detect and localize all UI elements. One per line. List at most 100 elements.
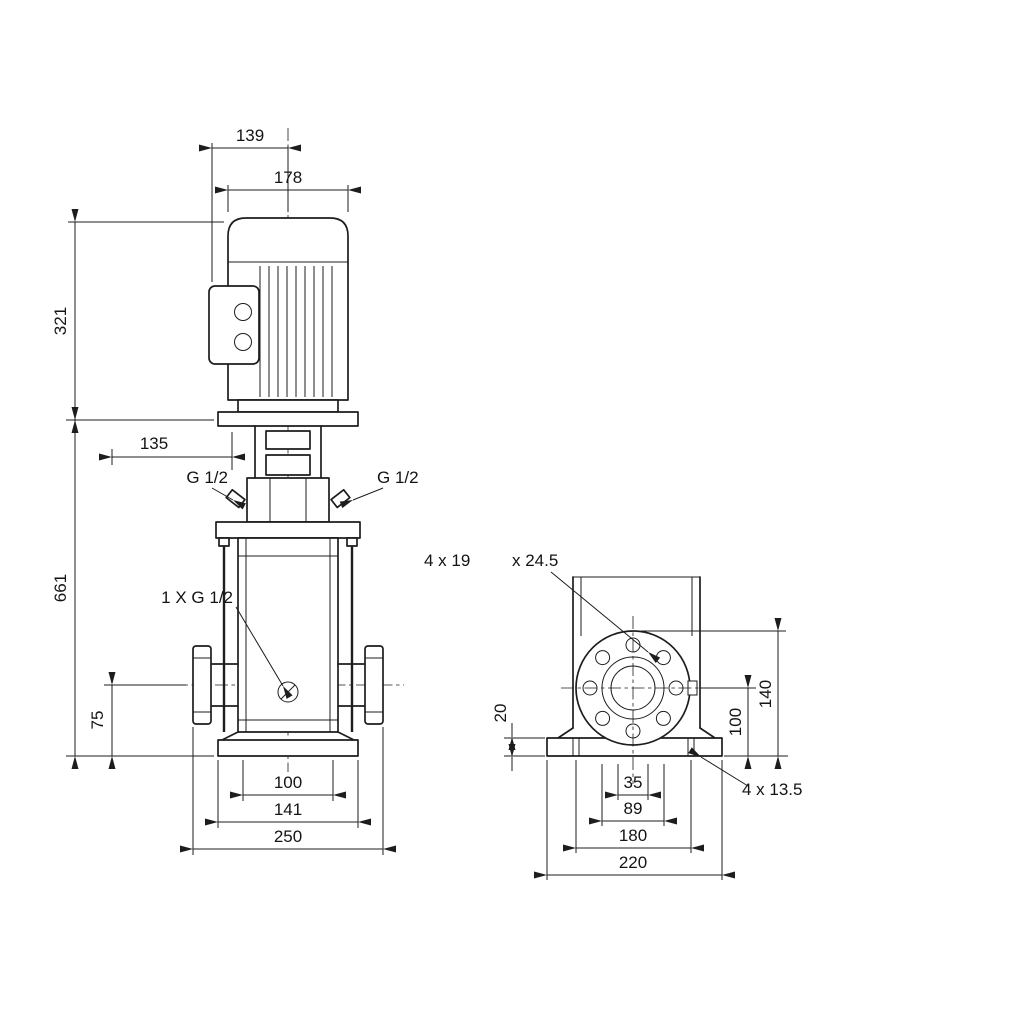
plug-body [225, 488, 246, 509]
dim-661: 661 [51, 407, 214, 769]
hole-callout-depth: x 24.5 [512, 551, 558, 570]
extension-lines [601, 764, 665, 826]
flange-hole-callout: 4 x 19 x 24.5 [424, 551, 661, 663]
suction-flange [192, 645, 239, 725]
leader-line [688, 747, 749, 787]
stool-columns [254, 425, 322, 479]
coupling-upper [265, 430, 311, 450]
dim-141-label: 141 [274, 800, 302, 819]
terminal-box-body [208, 285, 260, 365]
dim-100-front-label: 100 [274, 773, 302, 792]
vent-plug-right [330, 488, 351, 509]
extension-lines [192, 727, 384, 855]
dim-135-label: 135 [140, 434, 168, 453]
leader-line [235, 606, 293, 699]
dim-139: 139 [199, 126, 301, 282]
extension-lines [504, 737, 545, 757]
dim-661-label: 661 [51, 574, 70, 602]
base-flare [221, 731, 355, 741]
dim-220: 220 [534, 760, 735, 880]
discharge-flange [337, 645, 384, 725]
dim-140: 140 [641, 618, 786, 769]
leader-line [339, 487, 384, 509]
base-flare-side [557, 727, 716, 739]
drain-plug [277, 681, 299, 703]
flange-left [192, 645, 212, 725]
dim-89-label: 89 [624, 799, 643, 818]
drain-callout: 1 X G 1/2 [161, 588, 293, 699]
motor-fins [259, 266, 333, 397]
leader-line [211, 487, 247, 510]
dim-180-label: 180 [619, 826, 647, 845]
dim-100-side-label: 100 [726, 708, 745, 736]
plug-callout-left: G 1/2 [186, 468, 247, 510]
bolt-hole [595, 650, 611, 666]
pump-head-detail [269, 478, 307, 522]
sleeve-ring-lines [238, 555, 338, 721]
motor-stool [217, 399, 359, 479]
dim-178: 178 [215, 168, 361, 212]
port-pipe-left [210, 663, 239, 707]
hole-callout-count: 4 x 19 [424, 551, 470, 570]
sleeve-sides [572, 576, 701, 729]
port-pipe-right [337, 663, 366, 707]
flange-right-ticks [365, 657, 383, 713]
dim-140-label: 140 [756, 680, 775, 708]
dim-250-label: 250 [274, 827, 302, 846]
sleeve-inner-walls [245, 538, 331, 732]
plug-right-label: G 1/2 [377, 468, 419, 487]
sleeve-inner-lines [580, 577, 693, 636]
dim-75-label: 75 [88, 711, 107, 730]
dim-180: 180 [563, 760, 704, 853]
dim-100-front: 100 [230, 760, 346, 801]
bolt-hole [655, 710, 671, 726]
staybolt-nut-left [218, 537, 230, 547]
cable-entry-hole [234, 333, 252, 351]
base-hole-callout-label: 4 x 13.5 [742, 780, 803, 799]
leader-line [550, 571, 661, 663]
dim-35: 35 [605, 764, 661, 800]
dim-141: 141 [205, 760, 371, 828]
dim-321: 321 [51, 209, 224, 433]
staybolt-nut-right [346, 537, 358, 547]
dim-135: 135 [99, 432, 245, 470]
bolt-hole [655, 650, 671, 666]
plug-left-label: G 1/2 [186, 468, 228, 487]
plug-callout-right: G 1/2 [339, 468, 419, 509]
coupling-lower [265, 454, 311, 476]
pump-base [217, 731, 359, 757]
dim-89: 89 [589, 764, 677, 826]
dim-250: 250 [180, 727, 396, 855]
stool-plate [217, 411, 359, 427]
extension-lines [217, 760, 359, 828]
plug-body [330, 488, 351, 509]
pump-head-body [246, 477, 330, 523]
side-view: 20 100 140 4 x 19 x 24.5 35 89 [424, 551, 803, 880]
extension-lines [575, 760, 692, 853]
side-body [557, 576, 716, 739]
dim-139-label: 139 [236, 126, 264, 145]
staybolts [222, 546, 354, 732]
extension-lines [66, 221, 224, 421]
extension-lines [211, 143, 289, 282]
bolt-hole [595, 710, 611, 726]
extension-lines [111, 432, 233, 470]
dim-321-label: 321 [51, 307, 70, 335]
base-plate [217, 739, 359, 757]
dim-220-label: 220 [619, 853, 647, 872]
front-view: 139 178 321 661 135 75 [51, 126, 419, 855]
base-bolt-holes [572, 738, 695, 756]
dim-35-label: 35 [624, 773, 643, 792]
base-hole-callout: 4 x 13.5 [688, 747, 803, 799]
dim-20-label: 20 [491, 704, 510, 723]
chamber-sleeve [222, 537, 354, 733]
cable-entry-hole [234, 303, 252, 321]
motor-neck [237, 399, 339, 413]
head-flange [215, 521, 361, 539]
terminal-box [208, 285, 260, 365]
dim-178-label: 178 [274, 168, 302, 187]
flange-left-ticks [193, 657, 211, 713]
extension-lines [546, 760, 723, 880]
